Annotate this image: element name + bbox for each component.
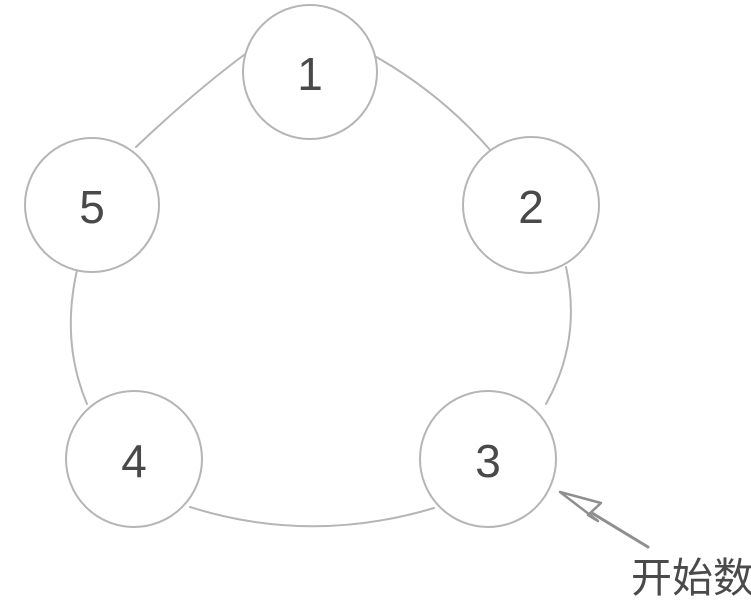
arrow-shaft-line [590,511,650,549]
node-2-circle[interactable] [462,136,600,274]
node-3-label: 3 [475,435,501,487]
node-2[interactable]: 2 [462,136,600,274]
annotation-label: 开始数 [631,555,751,601]
connector-arc-3-4 [189,506,435,528]
node-5[interactable]: 5 [24,137,160,273]
node-4[interactable]: 4 [65,390,203,528]
node-3-circle[interactable] [419,390,557,528]
node-3[interactable]: 3 [419,390,557,528]
node-5-label: 5 [79,181,105,233]
connector-arc-5-1 [135,48,253,148]
node-5-circle[interactable] [24,137,160,273]
connector-arc-group [69,48,572,528]
node-4-circle[interactable] [65,390,203,528]
node-4-label: 4 [121,435,147,487]
arrow-head-icon [558,490,603,523]
node-1-circle[interactable] [242,4,378,140]
connector-arc-1-2 [370,53,493,153]
node-2-label: 2 [518,181,544,233]
annotation-arrow [558,490,650,549]
node-1[interactable]: 1 [242,4,378,140]
connector-arc-4-5 [69,265,88,405]
node-1-label: 1 [297,48,323,100]
connector-arc-2-3 [545,266,572,405]
